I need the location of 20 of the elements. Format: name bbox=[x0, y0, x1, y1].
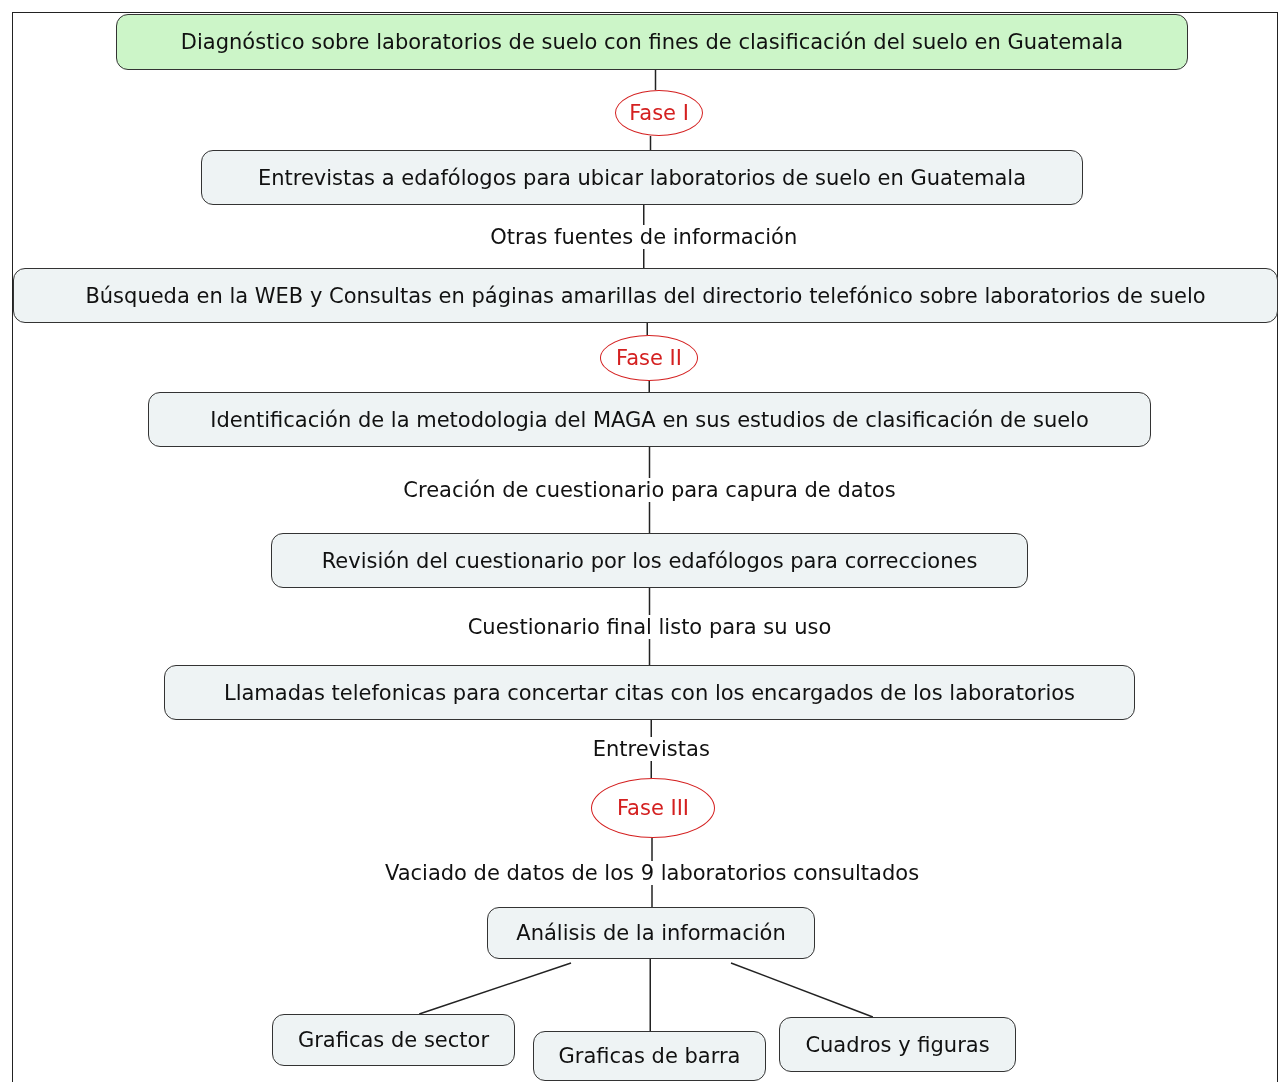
concept-box: Búsqueda en la WEB y Consultas en páginas amarillas del directorio telefónico sobre laboratorios de suelo bbox=[13, 268, 1278, 323]
edge-label: Vaciado de datos de los 9 laboratorios consultados bbox=[382, 860, 922, 885]
phase-ellipse: Fase I bbox=[615, 90, 703, 136]
connector-line bbox=[649, 958, 651, 1032]
connector-line bbox=[654, 69, 657, 91]
concept-box: Cuadros y figuras bbox=[779, 1017, 1016, 1072]
concept-box: Graficas de barra bbox=[533, 1031, 766, 1081]
concept-box: Análisis de la información bbox=[487, 907, 815, 959]
edge-label: Cuestionario final listo para su uso bbox=[465, 614, 834, 639]
phase-ellipse: Fase II bbox=[600, 335, 698, 381]
connector-line bbox=[730, 962, 874, 1018]
concept-box: Diagnóstico sobre laboratorios de suelo con fines de clasificación del suelo en Guatemala bbox=[116, 14, 1188, 70]
concept-box: Revisión del cuestionario por los edafólogos para correcciones bbox=[271, 533, 1028, 588]
edge-label: Creación de cuestionario para capura de datos bbox=[401, 478, 898, 502]
concept-box: Graficas de sector bbox=[272, 1014, 515, 1066]
concept-box: Entrevistas a edafólogos para ubicar laboratorios de suelo en Guatemala bbox=[201, 150, 1083, 205]
concept-box: Identificación de la metodologia del MAGA en sus estudios de clasificación de suelo bbox=[148, 392, 1151, 447]
connector-line bbox=[418, 962, 572, 1015]
concept-box: Llamadas telefonicas para concertar citas con los encargados de los laboratorios bbox=[164, 665, 1135, 720]
phase-ellipse: Fase III bbox=[591, 778, 715, 838]
